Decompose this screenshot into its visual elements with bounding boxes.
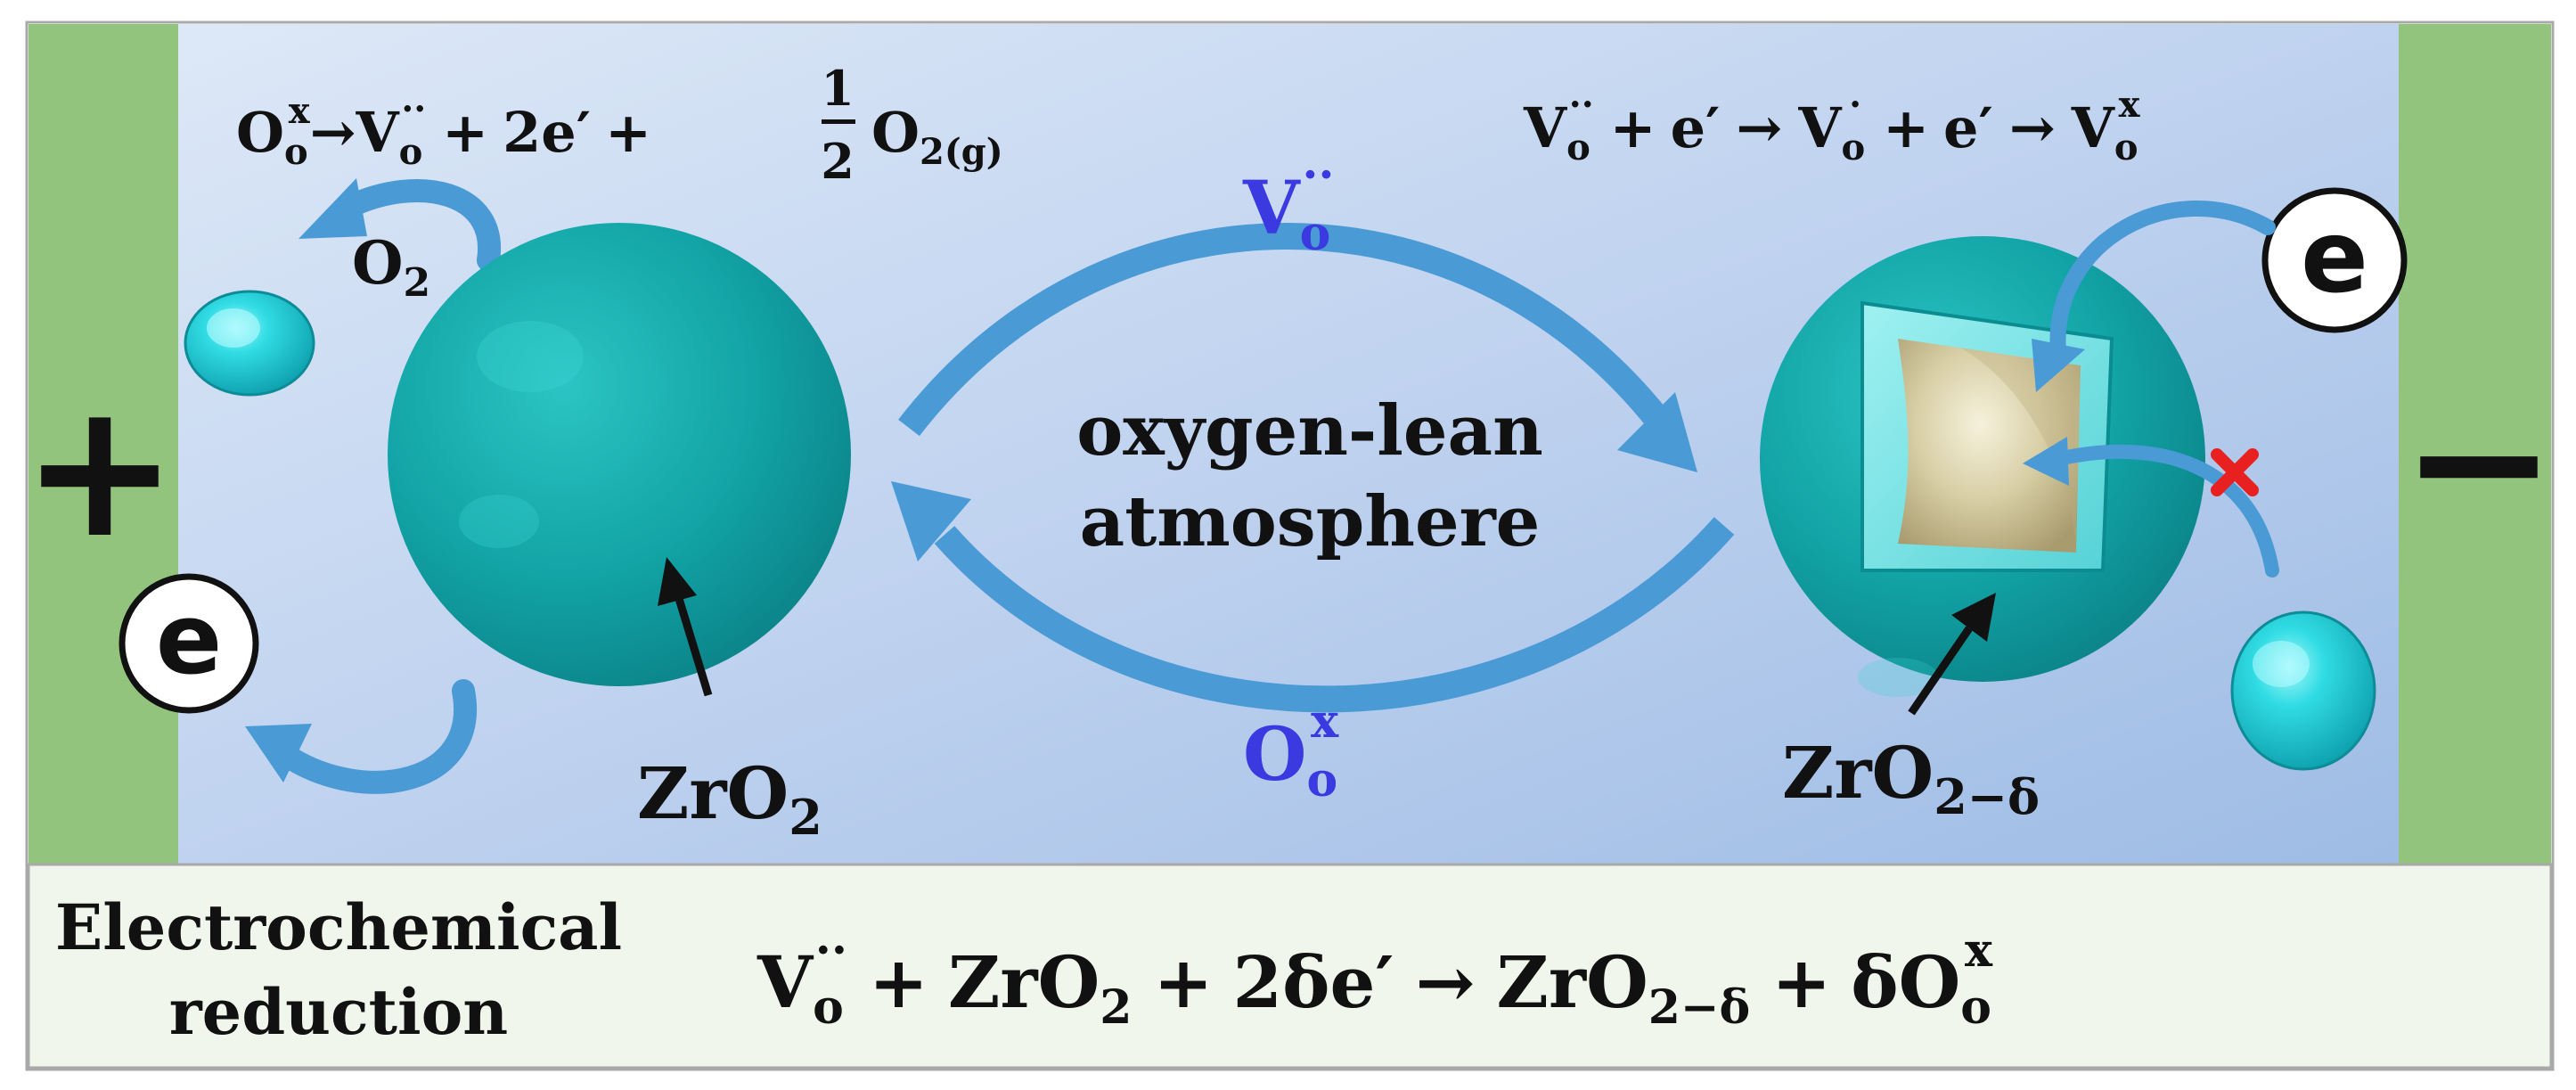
reduced-zro2-pointer (1908, 626, 1973, 716)
zro2-particle (388, 223, 851, 686)
cathode-electron-circle (2261, 187, 2408, 333)
vacancy-flow-label: Vo·· (1242, 148, 1335, 261)
anode-reaction: Oox→Vo··+2e′+ 1 2 O2(g) (236, 60, 1003, 190)
oxygen-release-arrowhead (298, 178, 367, 239)
reduction-title-line2: reduction (169, 975, 508, 1049)
oxygen-release-arrow (338, 179, 502, 272)
atmosphere-label-line1: oxygen-lean (1076, 390, 1543, 471)
blocked-mark (2211, 448, 2259, 496)
reduction-title-line1: Electrochemical (55, 890, 622, 964)
core-electron-arrowhead (2032, 339, 2085, 392)
blocked-oxygen-arrowhead (2023, 437, 2069, 486)
anode-electron-circle (119, 573, 259, 714)
reduced-zro2-label: ZrO2−δ (1782, 731, 2040, 825)
zro2-pointer (673, 591, 713, 697)
anode-fraction-denominator: 2 (821, 133, 855, 190)
anode-electron-arrow (275, 679, 477, 794)
anode-sign: + (21, 361, 178, 579)
cell-frame (25, 20, 2555, 1071)
reduced-core (1898, 339, 2081, 553)
oxygen-flow-arrowhead (891, 481, 971, 561)
cathode-electrode (2399, 24, 2551, 865)
oxygen-flow-arrow (934, 517, 1735, 713)
anode-electron-symbol: e (156, 582, 223, 696)
anode-fraction-numerator: 1 (821, 60, 855, 117)
anode-electron-arrowhead (245, 724, 312, 783)
blocked-oxygen-arrow (2051, 444, 2279, 578)
oxygen-flow-label: Oox (1243, 694, 1339, 807)
oxygen-release-label: O2 (352, 228, 430, 306)
cathode-sign: − (2400, 352, 2557, 570)
anode-fraction-bar (822, 119, 855, 124)
cathode-reaction: Vo··+e′→Vo·+e′→Vox (1523, 84, 2141, 168)
vacancy-flow-arrow (898, 223, 1668, 437)
reduction-equation: Vo··+ZrO2+2δe′→ZrO2−δ+δOox (756, 923, 1993, 1035)
anode-electrode (29, 24, 178, 865)
cathode-electron-symbol: e (2301, 200, 2368, 316)
zro2-label: ZrO2 (637, 751, 822, 846)
anode-oxygen-gas: O2(g) (871, 100, 1003, 173)
reduction-box (27, 863, 2553, 1070)
svg-text:Oox→Vo··+2e′+: Oox→Vo··+2e′+ (236, 88, 651, 173)
zro2-pointer-head (658, 557, 697, 606)
lattice-oxygen-particle (2230, 611, 2376, 771)
vacancy-flow-arrowhead (1617, 392, 1697, 472)
atmosphere-label-line2: atmosphere (1080, 481, 1541, 562)
reduced-zro2-pointer-head (1951, 593, 1996, 642)
core-electron-arrow (2049, 200, 2276, 360)
